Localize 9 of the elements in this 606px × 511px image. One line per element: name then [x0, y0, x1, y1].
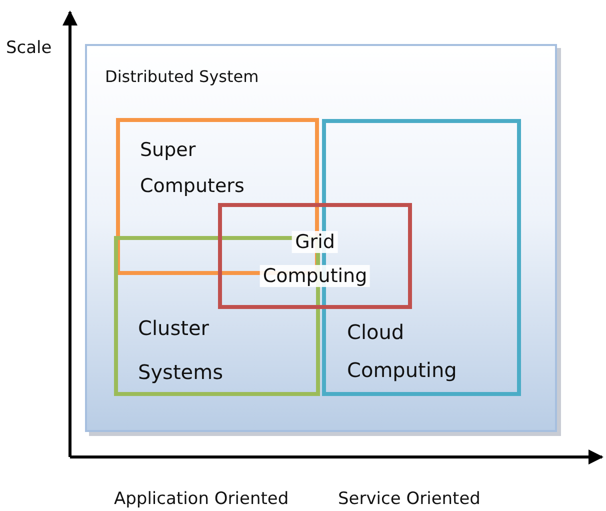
region-label: Distributed System: [105, 66, 260, 88]
region-label: Super Computers: [140, 138, 246, 199]
axis-label: Service Oriented: [338, 489, 480, 509]
region-label: Cluster Systems: [138, 315, 224, 386]
category-region: [218, 203, 412, 309]
region-label: Cloud Computing: [347, 319, 458, 384]
region-label: Grid Computing: [260, 225, 370, 293]
axis-label: Scale: [6, 38, 52, 58]
axis-label: Application Oriented: [114, 489, 289, 509]
